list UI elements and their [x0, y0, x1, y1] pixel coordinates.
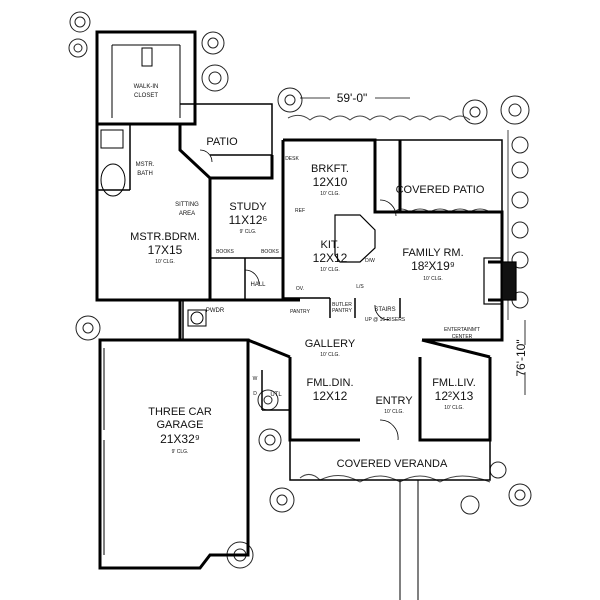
dishwasher-label: D/W: [365, 258, 375, 264]
utility-label: UTL: [270, 392, 282, 398]
study-size: 11X12⁶: [229, 213, 268, 227]
family-dining-label: FML.DIN.: [306, 377, 353, 389]
master-bath-label: MSTR.BATH: [136, 162, 155, 177]
family-room-size: 18²X19⁹: [411, 259, 455, 273]
entry-clg: 10' CLG.: [384, 409, 404, 415]
books-right-label: BOOKS: [261, 249, 279, 255]
garage-size: 21X32⁹: [160, 432, 200, 446]
walls: [95, 30, 504, 570]
books-left-label: BOOKS: [216, 249, 234, 255]
powder-room-label: PWDR: [206, 308, 225, 314]
front-walk: [399, 480, 419, 600]
family-room-clg: 10' CLG.: [423, 276, 443, 282]
overall-depth-label: 76'-10": [514, 339, 528, 376]
garage-doors: [99, 348, 105, 555]
overall-width-label: 59'-0": [337, 91, 368, 105]
covered-veranda-label: COVERED VERANDA: [337, 458, 448, 470]
door-swings: [199, 149, 399, 441]
master-bedroom-clg: 10' CLG.: [155, 259, 175, 265]
master-bedroom-size: 17X15: [148, 243, 183, 257]
kitchen-label: KIT.: [321, 239, 340, 251]
closet-shelving: [111, 44, 181, 118]
family-living-clg: 10' CLG.: [444, 405, 464, 411]
family-living-label: FML.LIV.: [432, 377, 476, 389]
study-label: STUDY: [229, 201, 267, 213]
desk-label: DESK: [285, 156, 299, 162]
kitchen-size: 12X12: [313, 251, 348, 265]
family-living-size: 12²X13: [435, 389, 474, 403]
dryer-label: D: [253, 391, 257, 397]
washer-label: W: [253, 376, 258, 382]
dimension-lines: [300, 97, 526, 395]
gallery-label: GALLERY: [305, 338, 356, 350]
family-dining-size: 12X12: [313, 389, 348, 403]
breakfast-size: 12X10: [313, 175, 348, 189]
fireplace: [483, 257, 517, 305]
covered-patio-label: COVERED PATIO: [396, 184, 485, 196]
hall-label: HALL: [250, 282, 266, 288]
breakfast-clg: 10' CLG.: [320, 191, 340, 197]
oven-label: OV.: [296, 286, 304, 292]
patio-label: PATIO: [206, 136, 238, 148]
partitions: [97, 123, 401, 440]
stairs-note: UP @ 16 RISERS: [365, 317, 406, 323]
master-bedroom-label: MSTR.BDRM.: [130, 231, 200, 243]
family-room-label: FAMILY RM.: [402, 247, 463, 259]
garage-clg: 9' CLG.: [172, 449, 189, 455]
lazy-susan-label: L/S: [356, 284, 364, 290]
study-clg: 9' CLG.: [240, 229, 257, 235]
kitchen-clg: 10' CLG.: [320, 267, 340, 273]
bath-fixtures: [100, 129, 207, 327]
kitchen-island: [334, 214, 376, 263]
ref-label: REF: [295, 208, 305, 214]
gallery-clg: 10' CLG.: [320, 352, 340, 358]
breakfast-label: BRKFT.: [311, 163, 349, 175]
entry-label: ENTRY: [375, 395, 413, 407]
pantry-label: PANTRY: [290, 309, 310, 315]
stairs-label: STAIRS: [374, 307, 395, 313]
